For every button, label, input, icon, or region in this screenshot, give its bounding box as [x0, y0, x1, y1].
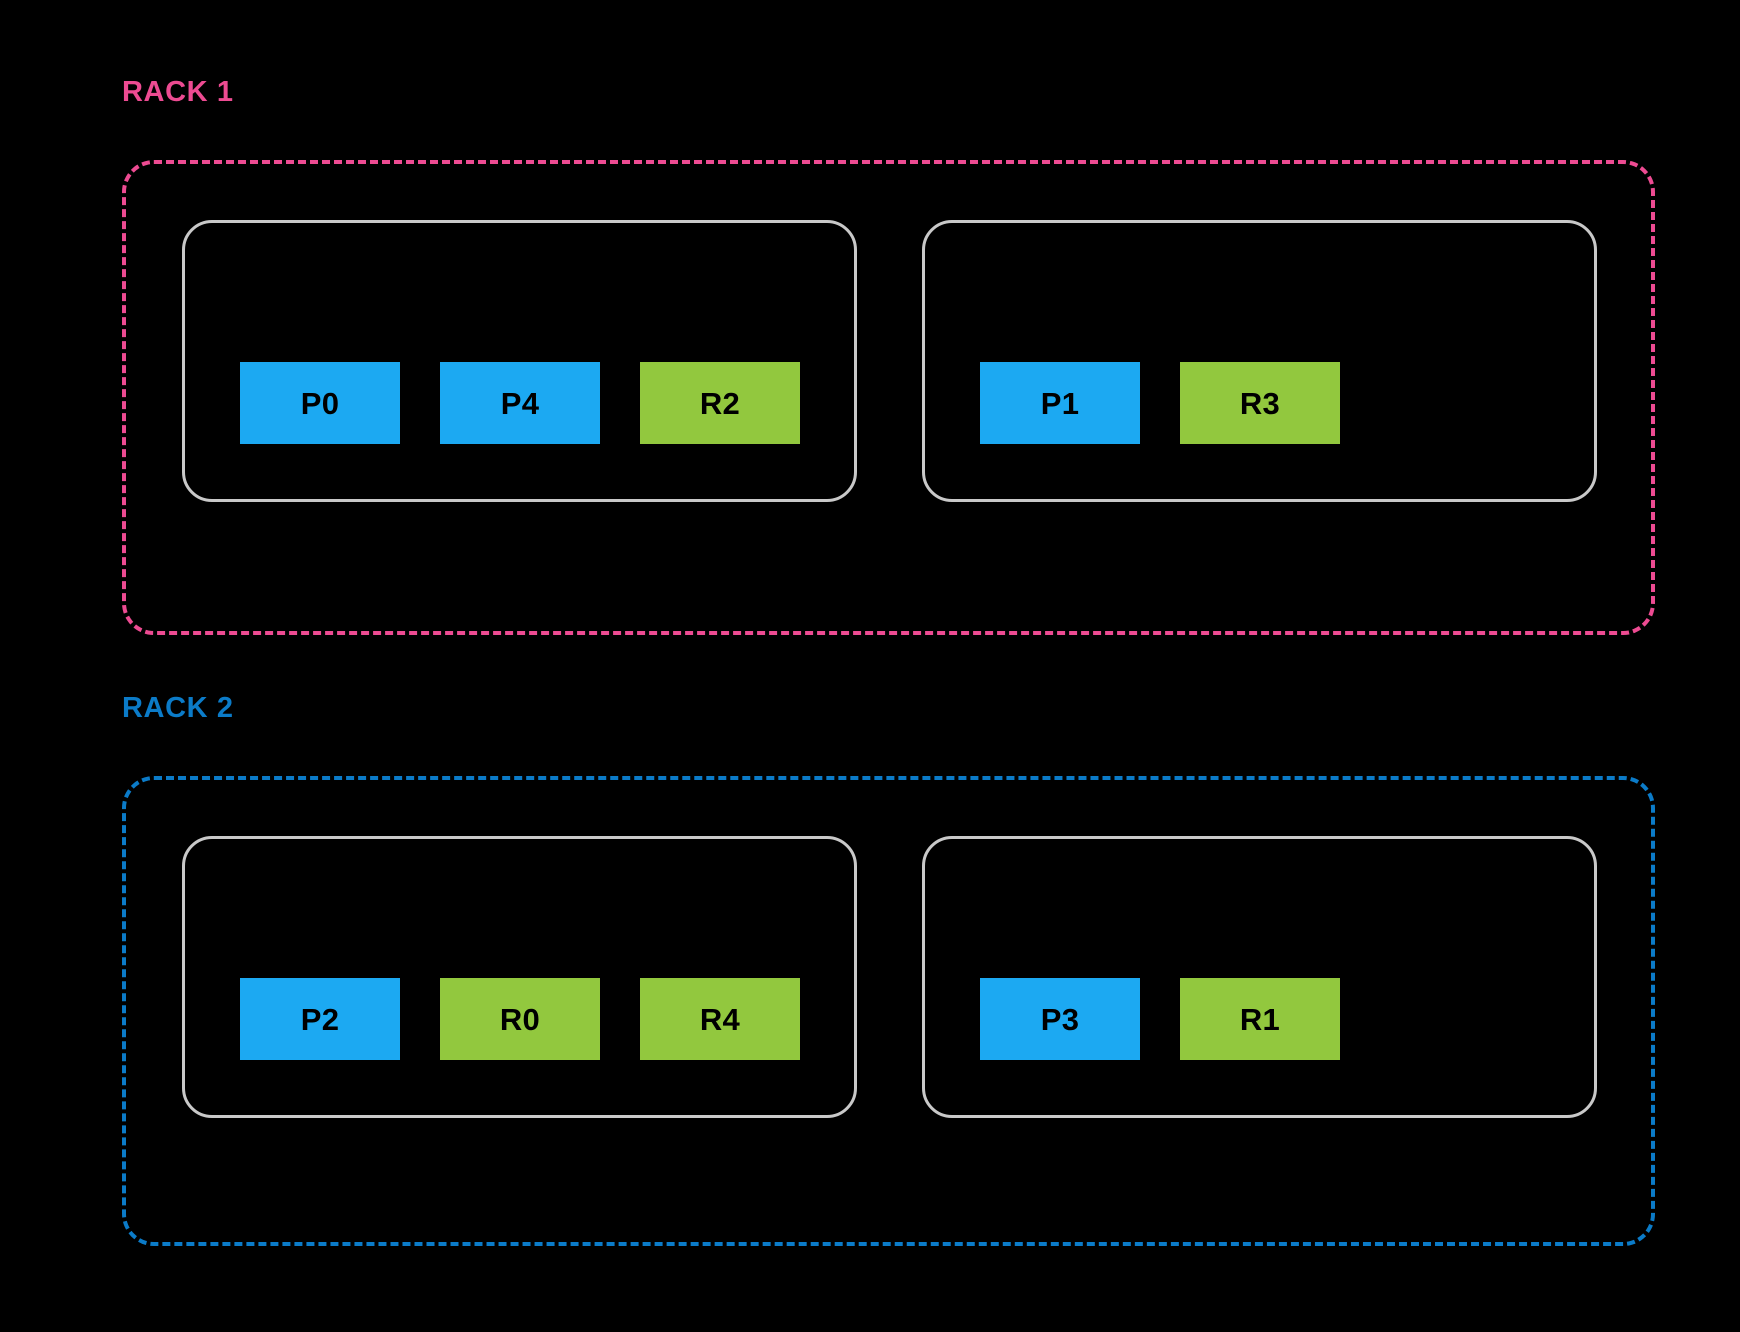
chip-p2[interactable]: P2 — [240, 978, 400, 1060]
chip-row-node-1: P0 P4 R2 — [240, 362, 800, 444]
chip-row-node-3: P2 R0 R4 — [240, 978, 800, 1060]
chip-p0[interactable]: P0 — [240, 362, 400, 444]
chip-p3[interactable]: P3 — [980, 978, 1140, 1060]
node-box-node-1 — [182, 220, 857, 502]
node-box-node-4 — [922, 836, 1597, 1118]
chip-r0[interactable]: R0 — [440, 978, 600, 1060]
chip-r2[interactable]: R2 — [640, 362, 800, 444]
chip-row-node-4: P3 R1 — [980, 978, 1340, 1060]
rack-2-label: RACK 2 — [122, 692, 234, 724]
chip-r3[interactable]: R3 — [1180, 362, 1340, 444]
chip-row-node-2: P1 R3 — [980, 362, 1340, 444]
chip-r4[interactable]: R4 — [640, 978, 800, 1060]
rack-1-boundary — [122, 160, 1655, 635]
node-box-node-3 — [182, 836, 857, 1118]
chip-p1[interactable]: P1 — [980, 362, 1140, 444]
rack-1-label: RACK 1 — [122, 76, 234, 108]
rack-2-boundary — [122, 776, 1655, 1246]
chip-p4[interactable]: P4 — [440, 362, 600, 444]
node-box-node-2 — [922, 220, 1597, 502]
chip-r1[interactable]: R1 — [1180, 978, 1340, 1060]
